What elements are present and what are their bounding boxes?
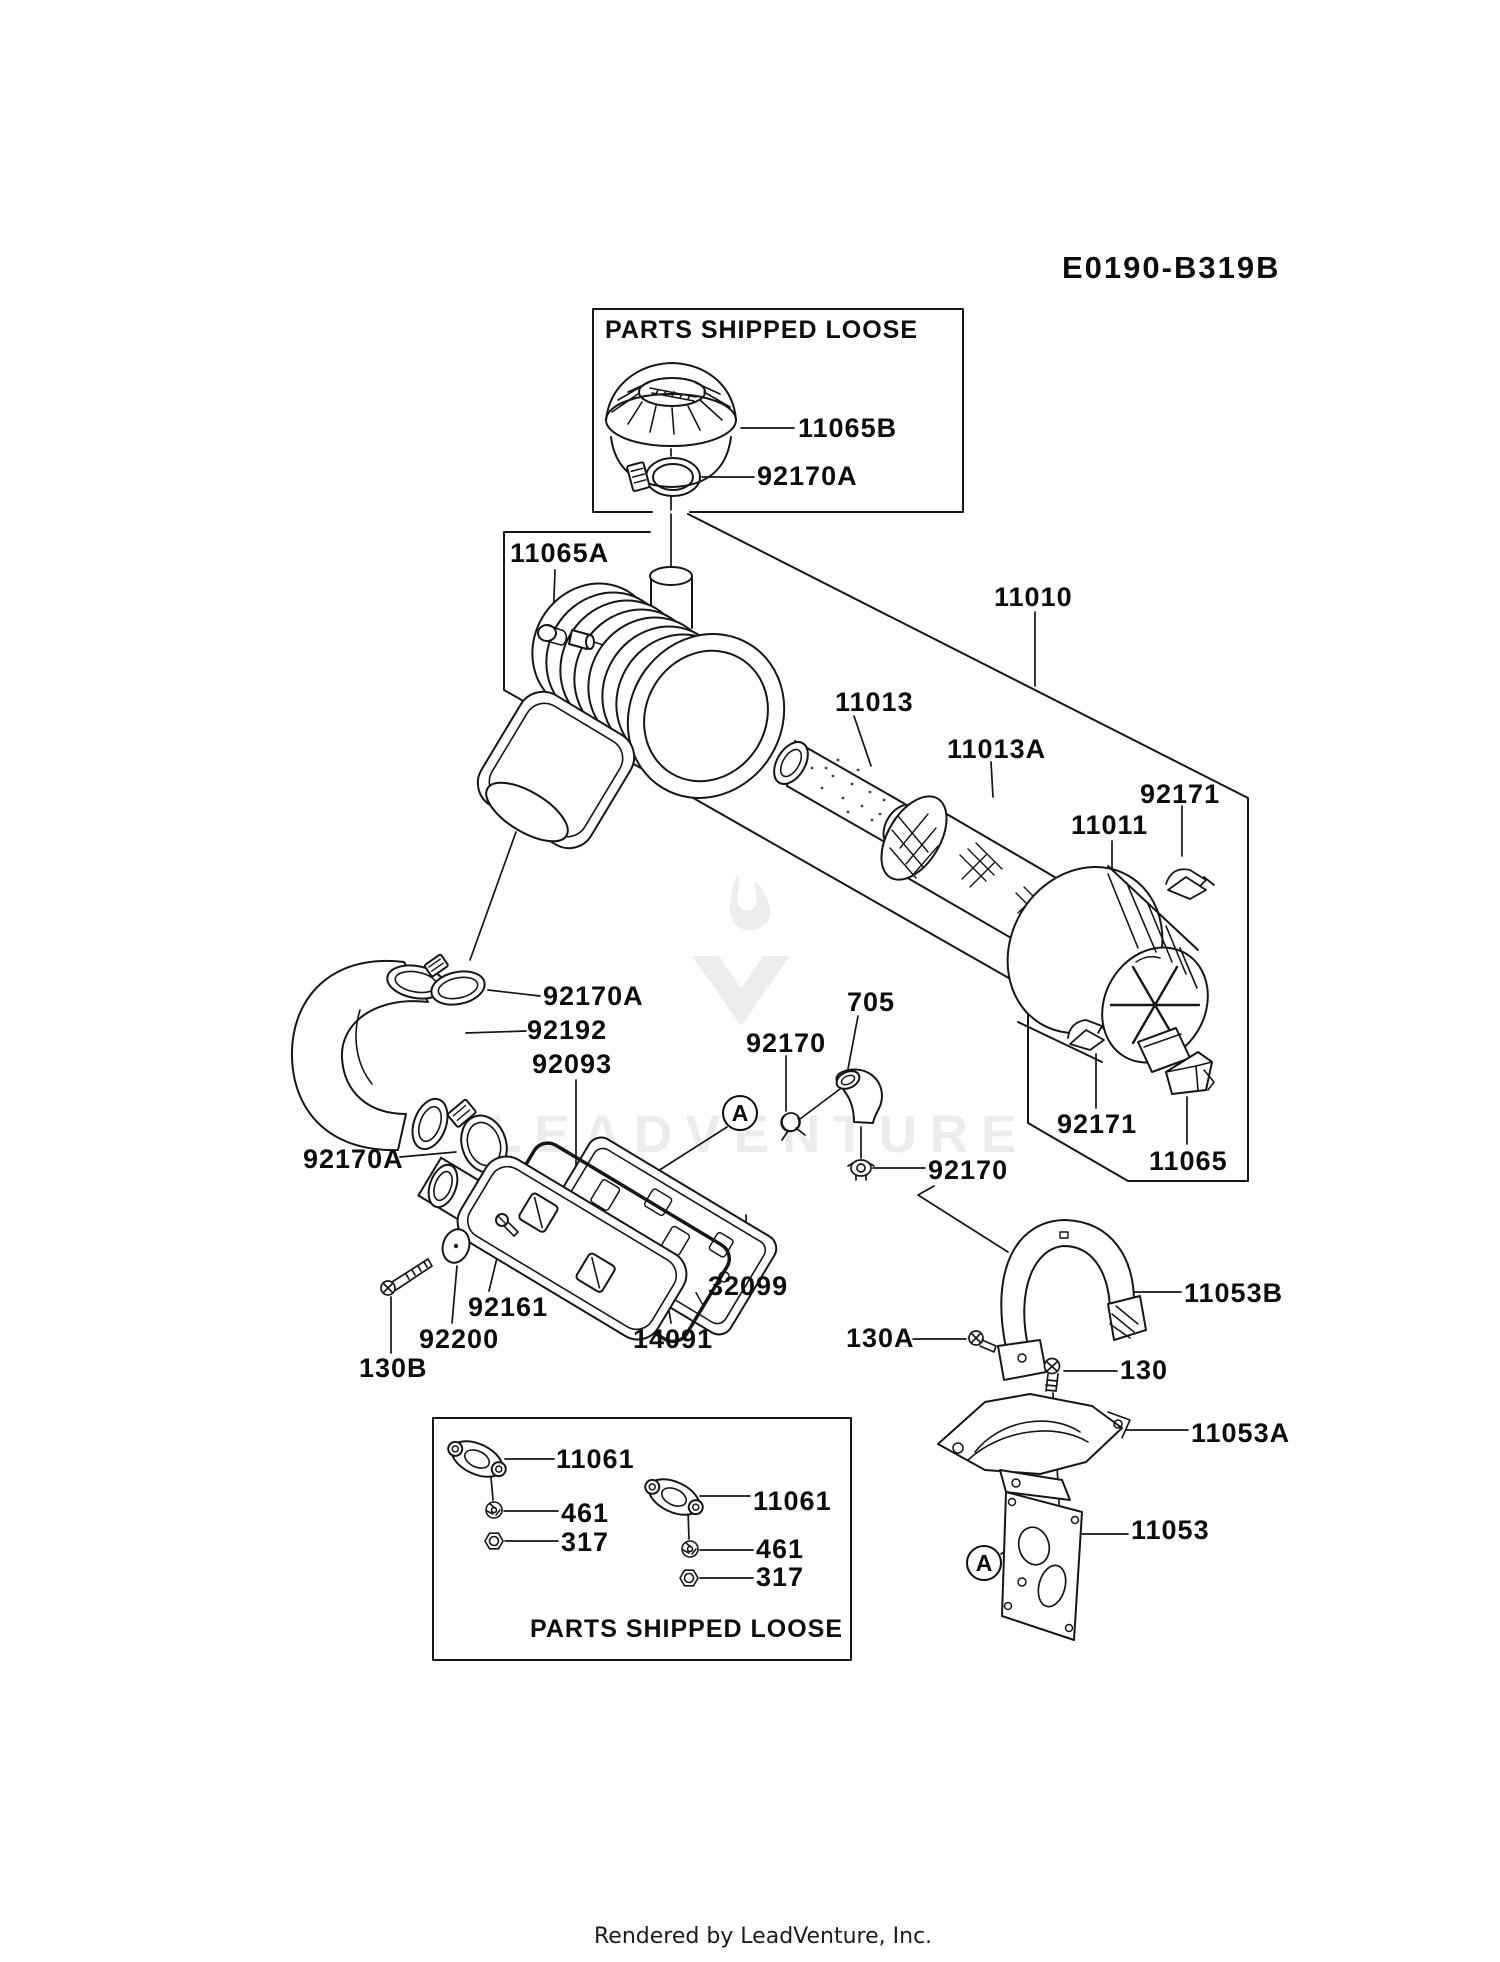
part-label-92171-2: 92171 [1057, 1109, 1138, 1139]
part-label-130B: 130B [359, 1353, 428, 1383]
callout-letter-1: A [731, 1099, 749, 1126]
part-label-317-1: 317 [561, 1527, 610, 1557]
part-label-11013: 11013 [835, 687, 914, 717]
part-label-11010: 11010 [994, 582, 1073, 612]
part-label-92171-1: 92171 [1140, 779, 1221, 809]
part-label-11013A: 11013A [947, 734, 1047, 764]
footer-credit: Rendered by LeadVenture, Inc. [594, 1924, 933, 1949]
part-bolt-130A [968, 1330, 997, 1353]
part-clip-92171-a [1165, 868, 1215, 900]
part-nut-461-a [485, 1501, 503, 1519]
part-label-92200: 92200 [419, 1324, 500, 1354]
part-bracket-11053A [937, 1393, 1131, 1501]
part-clip-92170-a [780, 1112, 806, 1141]
part-label-705: 705 [847, 987, 896, 1017]
part-nut-317-b [679, 1569, 699, 1587]
part-washer-92200 [441, 1228, 471, 1264]
part-body-11010 [469, 566, 786, 961]
part-label-32099: 32099 [708, 1271, 789, 1301]
part-label-92170A-2: 92170A [543, 981, 644, 1011]
part-gasket-11061-a [447, 1440, 507, 1478]
part-hose-705 [835, 1068, 883, 1124]
group-boundary-11010 [503, 513, 1249, 1182]
part-clip-92170-b [847, 1159, 875, 1181]
callout-circle-a-2: A [966, 1545, 1002, 1581]
part-label-92170-2: 92170 [928, 1155, 1009, 1185]
part-cover-14091 [417, 1155, 688, 1341]
part-label-11053A: 11053A [1191, 1418, 1291, 1448]
part-label-92170-1: 92170 [746, 1028, 827, 1058]
part-clip-92171-b [1067, 1019, 1105, 1051]
diagram-code: E0190-B319B [1062, 250, 1281, 285]
part-wedge-11065 [1165, 1051, 1215, 1095]
shipped-loose-top-box [592, 308, 964, 513]
part-label-461-2: 461 [756, 1534, 805, 1564]
part-plate-11053 [1001, 1491, 1083, 1641]
watermark-logo-icon [692, 874, 790, 1026]
leader-lines [390, 427, 1189, 1579]
part-nut-317-a [484, 1532, 504, 1550]
shipped-loose-bottom-header: PARTS SHIPPED LOOSE [530, 1615, 844, 1643]
part-bolt-130B [380, 1258, 433, 1296]
part-cap-11011 [1006, 865, 1209, 1073]
part-label-461-1: 461 [561, 1498, 610, 1528]
part-strap-11053B [997, 1219, 1147, 1381]
part-label-130: 130 [1120, 1355, 1169, 1385]
part-screw-92161 [495, 1213, 519, 1237]
shipped-loose-top-header: PARTS SHIPPED LOOSE [605, 316, 919, 344]
part-label-11065A: 11065A [510, 538, 610, 568]
part-bolt-130 [1043, 1357, 1061, 1392]
part-label-92093: 92093 [532, 1049, 613, 1079]
callout-letter-2: A [975, 1549, 993, 1576]
part-nut-461-b [681, 1540, 699, 1558]
part-clamp-92170A-a [626, 457, 701, 497]
part-label-92161: 92161 [468, 1292, 549, 1322]
part-label-317-2: 317 [756, 1562, 805, 1592]
callout-circle-a-1: A [722, 1095, 758, 1131]
part-label-11011: 11011 [1071, 810, 1149, 840]
part-label-92192: 92192 [527, 1015, 608, 1045]
part-label-92170A-3: 92170A [303, 1144, 404, 1174]
shipped-loose-bottom-box [432, 1417, 852, 1661]
part-clamp-92170A-b [423, 953, 486, 1006]
part-label-11061-1: 11061 [556, 1444, 635, 1474]
part-label-11065: 11065 [1149, 1146, 1228, 1176]
part-label-11061-2: 11061 [753, 1486, 832, 1516]
part-label-11065B: 11065B [798, 413, 898, 443]
part-label-92170A-1: 92170A [757, 461, 858, 491]
part-label-130A: 130A [846, 1323, 915, 1353]
part-label-11053B: 11053B [1184, 1278, 1284, 1308]
part-label-11053: 11053 [1131, 1515, 1210, 1545]
part-elbow-92192 [290, 959, 449, 1152]
part-label-14091: 14091 [633, 1324, 714, 1354]
part-cap-11065B [605, 362, 737, 488]
part-gasket-11061-b [644, 1478, 704, 1516]
